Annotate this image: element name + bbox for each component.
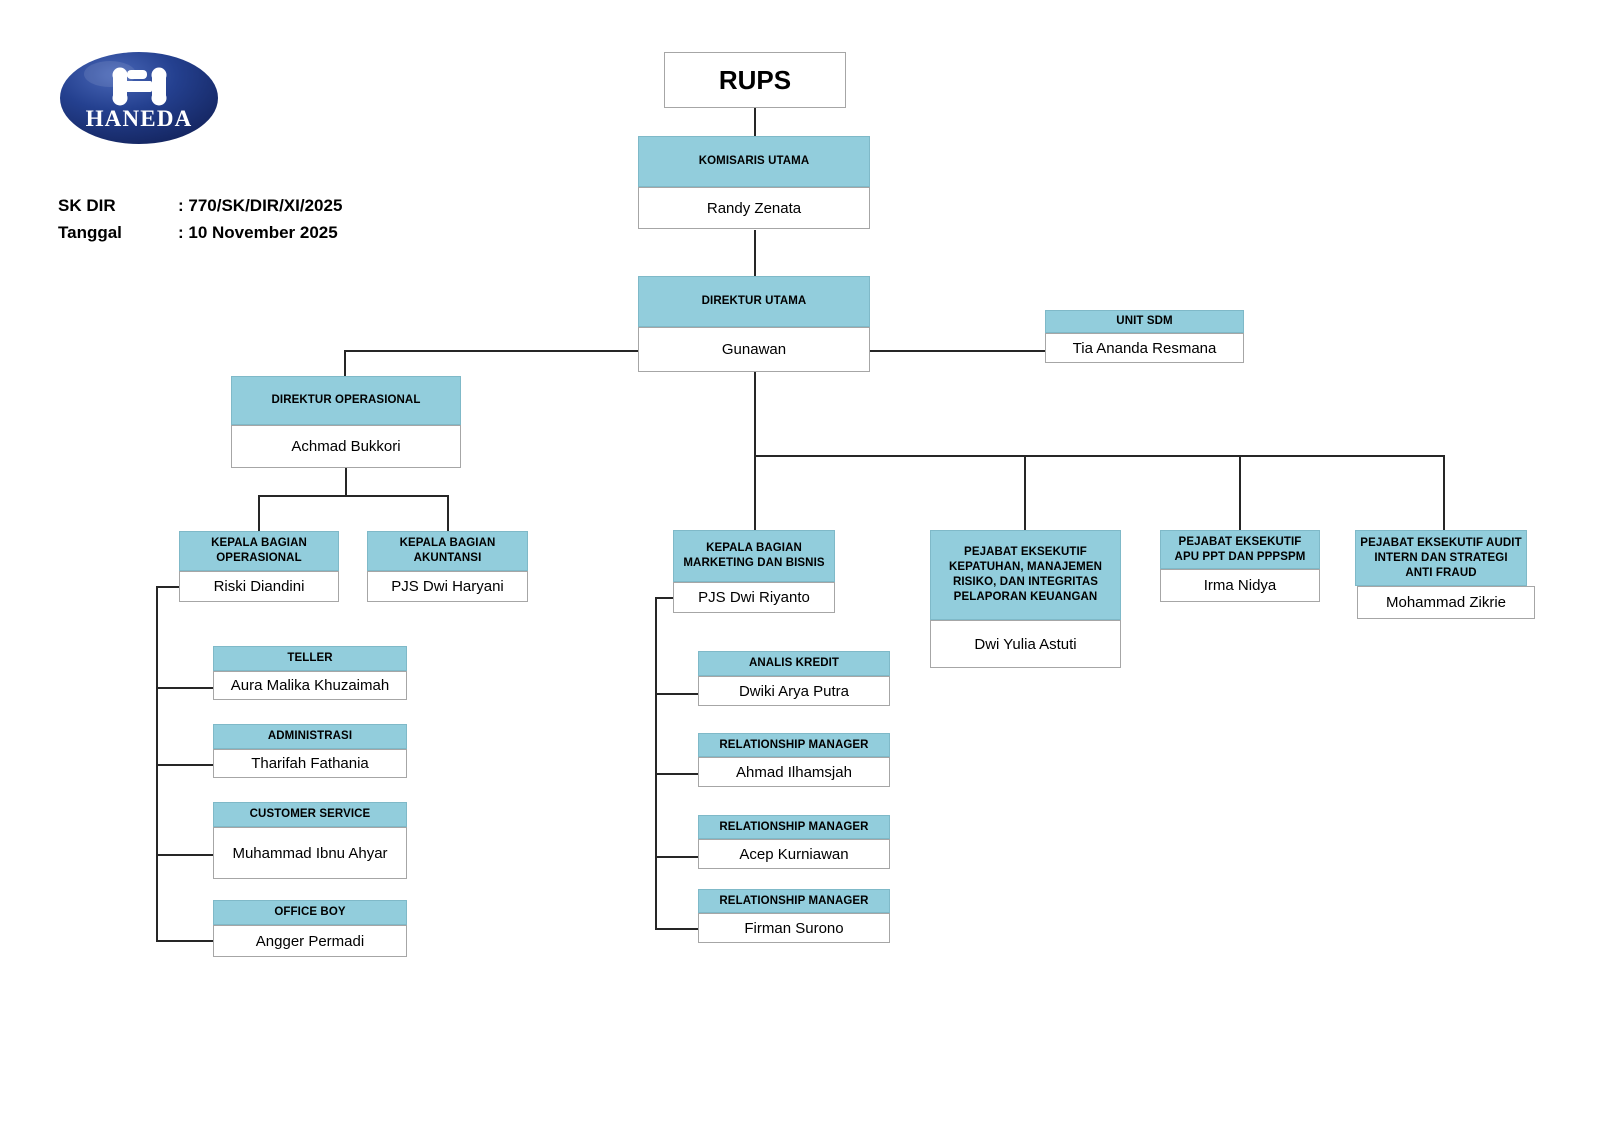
node-rups-title: RUPS (664, 52, 846, 108)
connector-dirop-to-kabag-operasional (258, 495, 260, 531)
node-unit-sdm[interactable]: UNIT SDM Tia Ananda Resmana (1045, 310, 1244, 363)
node-pe-kepatuhan[interactable]: PEJABAT EKSEKUTIF KEPATUHAN, MANAJEMEN R… (930, 530, 1121, 668)
node-analis-kredit[interactable]: ANALIS KREDIT Dwiki Arya Putra (698, 651, 890, 706)
connector-trunk-to-office-boy (156, 940, 214, 942)
node-pe-audit-title: PEJABAT EKSEKUTIF AUDIT INTERN DAN STRAT… (1355, 530, 1527, 586)
connector-direktur-operasional-stem (344, 350, 346, 376)
connector-direktur-utama-down (754, 372, 756, 456)
connector-bus-to-marketing (754, 455, 756, 530)
node-teller-name: Aura Malika Khuzaimah (213, 671, 407, 700)
document-meta: SK DIR : 770/SK/DIR/XI/2025 Tanggal : 10 N… (58, 192, 342, 246)
meta-value-sk-dir: : 770/SK/DIR/XI/2025 (178, 196, 343, 215)
node-kabag-marketing-title: KEPALA BAGIAN MARKETING DAN BISNIS (673, 530, 835, 582)
node-kabag-operasional-name: Riski Diandini (179, 571, 339, 602)
node-komisaris-utama-name: Randy Zenata (638, 187, 870, 229)
node-direktur-utama-title: DIREKTUR UTAMA (638, 276, 870, 327)
node-customer-service-name: Muhammad Ibnu Ahyar (213, 827, 407, 879)
connector-bus-to-pe-kepatuhan (1024, 455, 1026, 530)
node-pe-kepatuhan-name: Dwi Yulia Astuti (930, 620, 1121, 668)
node-pe-audit-name: Mohammad Zikrie (1357, 586, 1535, 619)
node-relationship-manager-1-name: Ahmad Ilhamsjah (698, 757, 890, 787)
node-relationship-manager-1[interactable]: RELATIONSHIP MANAGER Ahmad Ilhamsjah (698, 733, 890, 787)
node-pe-apu-ppt-title: PEJABAT EKSEKUTIF APU PPT DAN PPPSPM (1160, 530, 1320, 569)
node-relationship-manager-2-title: RELATIONSHIP MANAGER (698, 815, 890, 839)
node-direktur-operasional-name: Achmad Bukkori (231, 425, 461, 468)
node-analis-kredit-title: ANALIS KREDIT (698, 651, 890, 676)
node-office-boy[interactable]: OFFICE BOY Angger Permadi (213, 900, 407, 957)
connector-bus-to-pe-audit (1443, 455, 1445, 530)
node-customer-service-title: CUSTOMER SERVICE (213, 802, 407, 827)
node-pe-apu-ppt[interactable]: PEJABAT EKSEKUTIF APU PPT DAN PPPSPM Irm… (1160, 530, 1320, 602)
connector-bus-to-pe-apu (1239, 455, 1241, 530)
node-kabag-marketing-name: PJS Dwi Riyanto (673, 582, 835, 613)
node-relationship-manager-3[interactable]: RELATIONSHIP MANAGER Firman Surono (698, 889, 890, 943)
haneda-logo-icon: HANEDA (60, 52, 218, 144)
connector-komisaris-to-direktur-utama (754, 230, 756, 276)
connector-trunk-to-rm-2 (655, 856, 699, 858)
node-customer-service[interactable]: CUSTOMER SERVICE Muhammad Ibnu Ahyar (213, 802, 407, 879)
node-pe-audit[interactable]: PEJABAT EKSEKUTIF AUDIT INTERN DAN STRAT… (1355, 530, 1535, 619)
node-relationship-manager-3-name: Firman Surono (698, 913, 890, 943)
node-kabag-marketing[interactable]: KEPALA BAGIAN MARKETING DAN BISNIS PJS D… (673, 530, 835, 613)
haneda-logo: HANEDA (58, 48, 220, 148)
connector-kabag-mkt-out (655, 597, 673, 599)
connector-kabag-op-trunk (156, 586, 158, 941)
meta-row-tanggal: Tanggal : 10 November 2025 (58, 219, 342, 246)
node-direktur-operasional-title: DIREKTUR OPERASIONAL (231, 376, 461, 425)
connector-dirop-bus (258, 495, 448, 497)
meta-row-sk-dir: SK DIR : 770/SK/DIR/XI/2025 (58, 192, 342, 219)
meta-label-sk-dir: SK DIR (58, 196, 116, 215)
node-direktur-operasional[interactable]: DIREKTUR OPERASIONAL Achmad Bukkori (231, 376, 461, 468)
node-administrasi-title: ADMINISTRASI (213, 724, 407, 749)
node-office-boy-title: OFFICE BOY (213, 900, 407, 925)
node-relationship-manager-3-title: RELATIONSHIP MANAGER (698, 889, 890, 913)
connector-trunk-to-administrasi (156, 764, 214, 766)
node-relationship-manager-1-title: RELATIONSHIP MANAGER (698, 733, 890, 757)
node-administrasi[interactable]: ADMINISTRASI Tharifah Fathania (213, 724, 407, 778)
connector-trunk-to-rm-1 (655, 773, 699, 775)
node-direktur-utama-name: Gunawan (638, 327, 870, 372)
node-komisaris-utama[interactable]: KOMISARIS UTAMA Randy Zenata (638, 136, 870, 229)
meta-label-tanggal: Tanggal (58, 223, 122, 242)
node-pe-apu-ppt-name: Irma Nidya (1160, 569, 1320, 602)
connector-trunk-to-teller (156, 687, 214, 689)
node-office-boy-name: Angger Permadi (213, 925, 407, 957)
node-unit-sdm-name: Tia Ananda Resmana (1045, 333, 1244, 363)
node-kabag-operasional[interactable]: KEPALA BAGIAN OPERASIONAL Riski Diandini (179, 531, 339, 602)
connector-rups-to-komisaris (754, 108, 756, 136)
node-relationship-manager-2[interactable]: RELATIONSHIP MANAGER Acep Kurniawan (698, 815, 890, 869)
connector-trunk-to-customer-service (156, 854, 214, 856)
node-kabag-operasional-title: KEPALA BAGIAN OPERASIONAL (179, 531, 339, 571)
connector-kabag-op-out (156, 586, 180, 588)
node-administrasi-name: Tharifah Fathania (213, 749, 407, 778)
connector-trunk-to-rm-3 (655, 928, 699, 930)
svg-text:HANEDA: HANEDA (86, 106, 193, 131)
node-analis-kredit-name: Dwiki Arya Putra (698, 676, 890, 706)
node-pe-kepatuhan-title: PEJABAT EKSEKUTIF KEPATUHAN, MANAJEMEN R… (930, 530, 1121, 620)
meta-value-tanggal: : 10 November 2025 (178, 223, 338, 242)
connector-dirop-down (345, 468, 347, 496)
node-rups[interactable]: RUPS (664, 52, 846, 108)
connector-direktur-utama-left (344, 350, 642, 352)
node-teller[interactable]: TELLER Aura Malika Khuzaimah (213, 646, 407, 700)
node-unit-sdm-title: UNIT SDM (1045, 310, 1244, 333)
node-relationship-manager-2-name: Acep Kurniawan (698, 839, 890, 869)
node-komisaris-utama-title: KOMISARIS UTAMA (638, 136, 870, 187)
node-kabag-akuntansi[interactable]: KEPALA BAGIAN AKUNTANSI PJS Dwi Haryani (367, 531, 528, 602)
node-kabag-akuntansi-title: KEPALA BAGIAN AKUNTANSI (367, 531, 528, 571)
node-direktur-utama[interactable]: DIREKTUR UTAMA Gunawan (638, 276, 870, 372)
connector-direktur-utama-to-unit-sdm (868, 350, 1046, 352)
connector-kabag-mkt-trunk (655, 597, 657, 928)
connector-trunk-to-analis-kredit (655, 693, 699, 695)
connector-main-bus (754, 455, 1444, 457)
connector-dirop-to-kabag-akuntansi (447, 495, 449, 531)
node-teller-title: TELLER (213, 646, 407, 671)
node-kabag-akuntansi-name: PJS Dwi Haryani (367, 571, 528, 602)
